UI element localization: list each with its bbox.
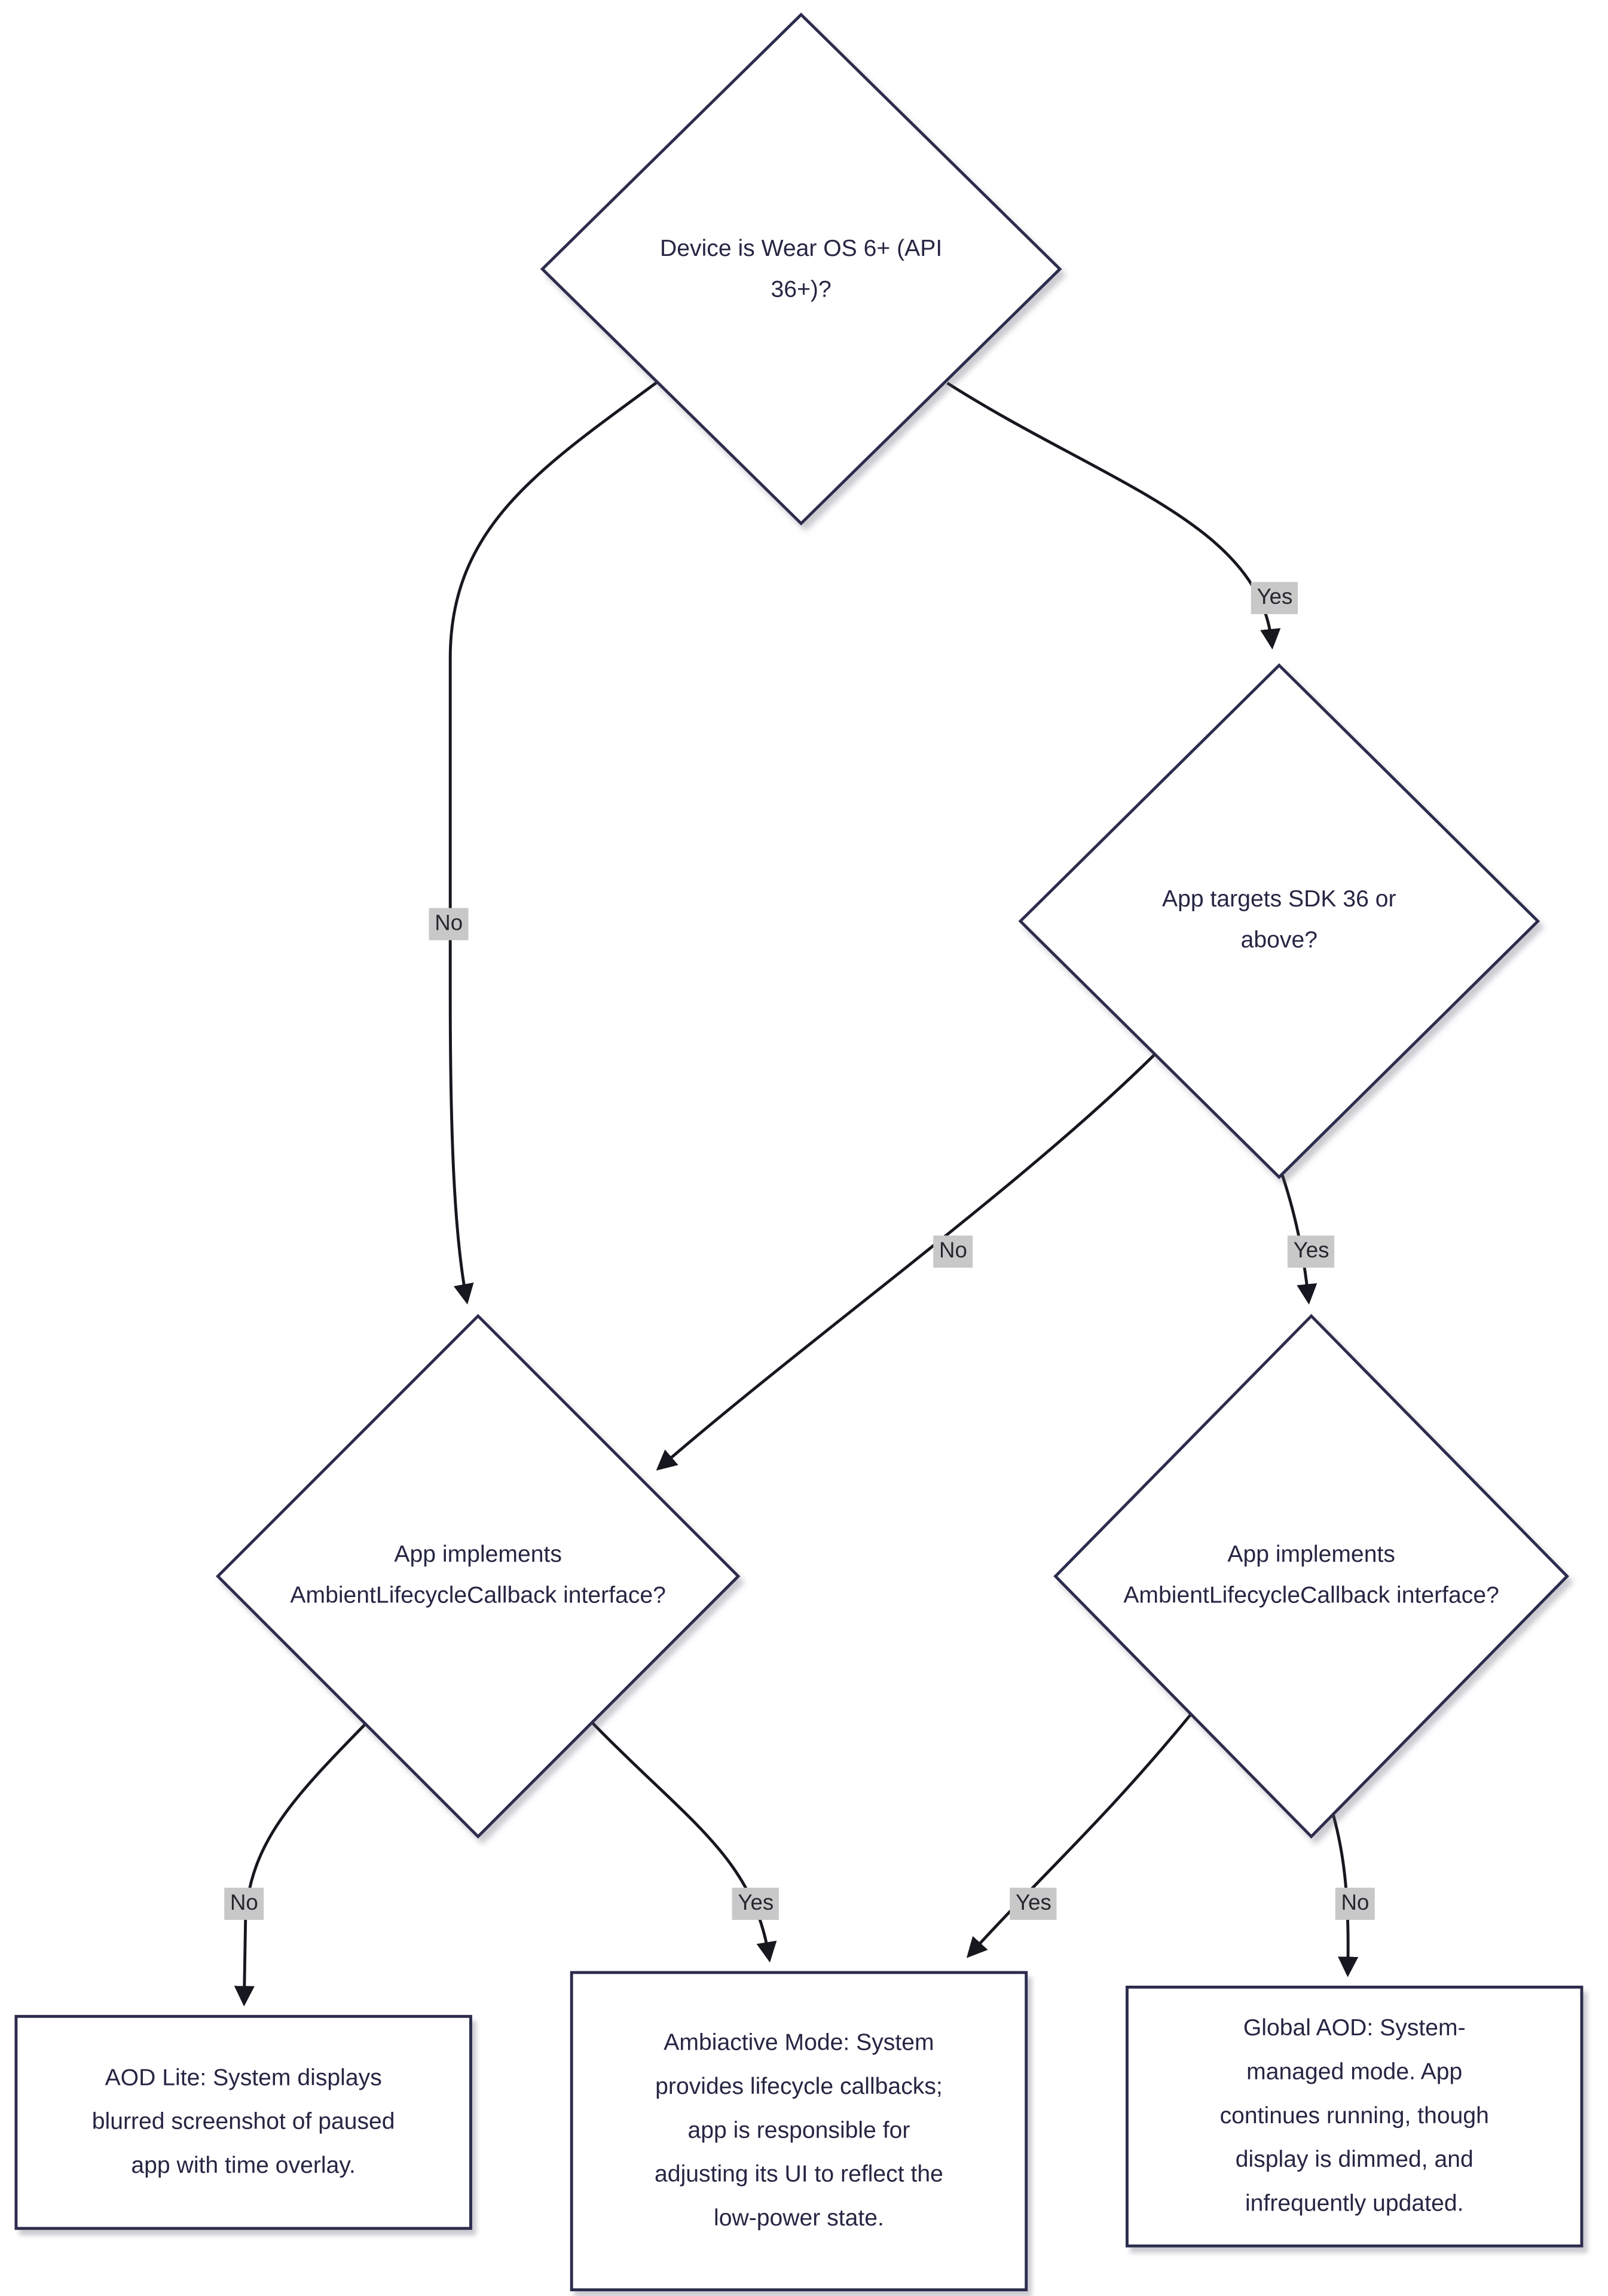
outcome-global-aod: Global AOD: System-managed mode. App con… xyxy=(1126,1985,1583,2248)
edge-d3-b2-yes xyxy=(591,1721,777,1963)
decision-targets-sdk-36-text: App targets SDK 36 or above? xyxy=(1162,887,1396,954)
decision-ambient-callback-right-text: App implements AmbientLifecycleCallback … xyxy=(1123,1543,1499,1609)
edge-d1-d2-yes xyxy=(946,381,1281,650)
edge-d2-d3-no xyxy=(656,1053,1156,1471)
outcome-global-aod-text: Global AOD: System-managed mode. App con… xyxy=(1219,2016,1489,2216)
decision-ambient-callback-left-shape xyxy=(215,1314,741,1839)
decision-ambient-callback-left-label: App implements AmbientLifecycleCallback … xyxy=(288,1430,668,1723)
decision-ambient-callback-right-shape xyxy=(1053,1314,1570,1839)
decision-targets-sdk-36-label: App targets SDK 36 or above? xyxy=(1148,775,1411,1067)
edge-d4-b3-no xyxy=(1331,1814,1359,1977)
edge-d3-b1-no xyxy=(234,1723,367,2007)
decision-targets-sdk-36-shape xyxy=(1018,663,1540,1180)
edge-label-d4-b2-yes: Yes xyxy=(1010,1888,1057,1920)
edge-label-d1-d3-no: No xyxy=(429,908,469,941)
edge-label-d2-d4-yes: Yes xyxy=(1287,1235,1335,1268)
decision-ambient-callback-right-label: App implements AmbientLifecycleCallback … xyxy=(1121,1430,1502,1723)
edge-label-d4-b3-no: No xyxy=(1335,1888,1375,1920)
decision-wear-os-6-text: Device is Wear OS 6+ (API 36+)? xyxy=(659,237,943,303)
edge-d1-d3-no xyxy=(448,380,659,1305)
edge-d4-b2-yes xyxy=(966,1712,1193,1958)
decision-ambient-callback-left-text: App implements AmbientLifecycleCallback … xyxy=(290,1543,666,1609)
edge-d2-d4-yes xyxy=(1280,1173,1317,1305)
edge-label-d1-d2-yes: Yes xyxy=(1251,582,1299,615)
outcome-ambiactive-mode: Ambiactive Mode: System provides lifecyc… xyxy=(570,1971,1028,2292)
outcome-aod-lite-text: AOD Lite: System displays blurred screen… xyxy=(91,2065,395,2178)
edge-label-d3-b2-yes: Yes xyxy=(732,1888,780,1920)
edge-label-d2-d3-no: No xyxy=(933,1235,973,1268)
edge-label-d3-b1-no: No xyxy=(224,1888,264,1920)
decision-wear-os-6-label: Device is Wear OS 6+ (API 36+)? xyxy=(640,124,962,417)
outcome-ambiactive-mode-text: Ambiactive Mode: System provides lifecyc… xyxy=(655,2030,943,2231)
outcome-aod-lite: AOD Lite: System displays blurred screen… xyxy=(14,2014,472,2230)
decision-wear-os-6-shape xyxy=(540,13,1062,526)
